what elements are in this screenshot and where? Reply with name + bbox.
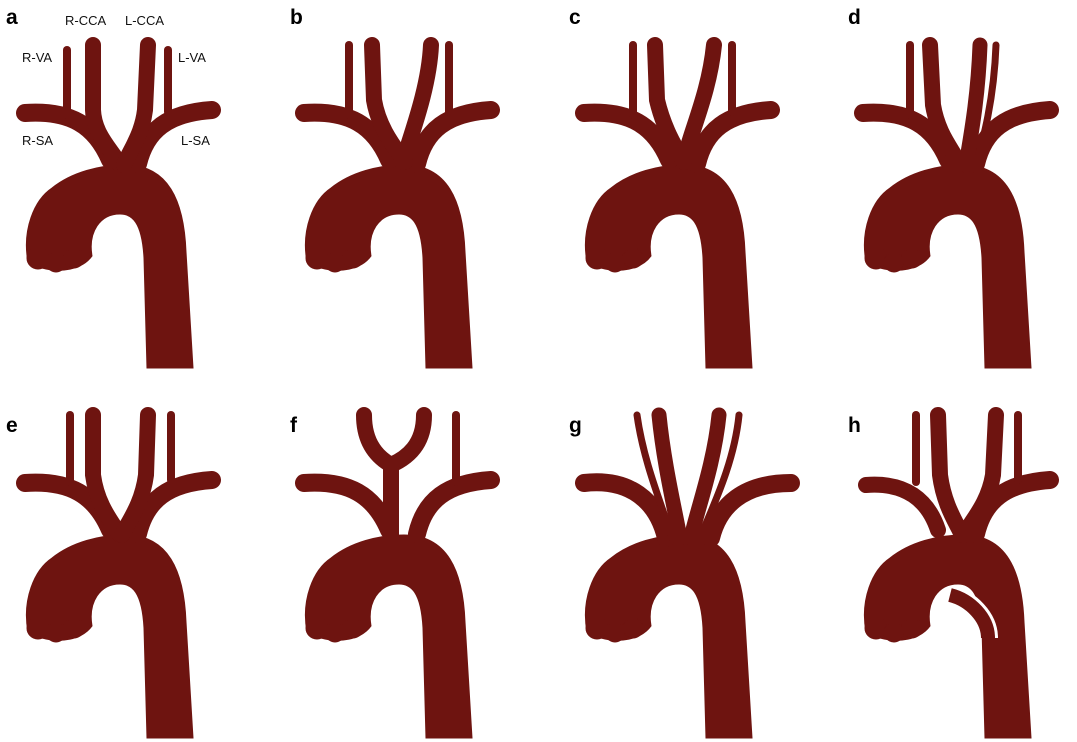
label-l-va: L-VA bbox=[178, 50, 206, 65]
panel-letter: b bbox=[290, 6, 303, 29]
aortic-arch bbox=[305, 535, 472, 738]
vessel-labels: R-CCA L-CCA R-VA L-VA R-SA L-SA bbox=[22, 13, 210, 148]
aortic-arch bbox=[864, 535, 1031, 738]
label-l-cca: L-CCA bbox=[125, 13, 164, 28]
panel-letter: e bbox=[6, 414, 18, 437]
branch-vessels bbox=[584, 415, 791, 538]
panel-f bbox=[304, 415, 491, 738]
panel-letter: d bbox=[848, 6, 861, 29]
panels-root bbox=[25, 45, 1050, 738]
aortic-arch bbox=[26, 535, 193, 738]
branch-vessels bbox=[866, 415, 1050, 535]
label-r-va: R-VA bbox=[22, 50, 52, 65]
panel-a bbox=[25, 45, 212, 368]
aortic-arch bbox=[305, 165, 472, 368]
panel-e bbox=[25, 415, 212, 738]
branch-vessels bbox=[633, 45, 732, 162]
panel-letter: h bbox=[848, 414, 861, 437]
panel-letter: c bbox=[569, 6, 581, 29]
panel-g bbox=[584, 415, 791, 738]
branch-vessels bbox=[70, 415, 171, 535]
label-l-sa: L-SA bbox=[181, 133, 210, 148]
branch-vessels bbox=[910, 45, 996, 165]
panel-d bbox=[863, 45, 1050, 368]
panel-letter: g bbox=[569, 414, 582, 437]
label-r-cca: R-CCA bbox=[65, 13, 106, 28]
panel-letter: f bbox=[290, 414, 298, 437]
panel-h bbox=[864, 415, 1050, 738]
aortic-arch bbox=[585, 535, 752, 738]
aortic-arch bbox=[26, 165, 193, 368]
panel-b bbox=[304, 45, 491, 368]
panel-letter: a bbox=[6, 6, 18, 29]
aortic-arch bbox=[864, 165, 1031, 368]
label-r-sa: R-SA bbox=[22, 133, 53, 148]
panel-c bbox=[584, 45, 771, 368]
aortic-arch bbox=[585, 165, 752, 368]
